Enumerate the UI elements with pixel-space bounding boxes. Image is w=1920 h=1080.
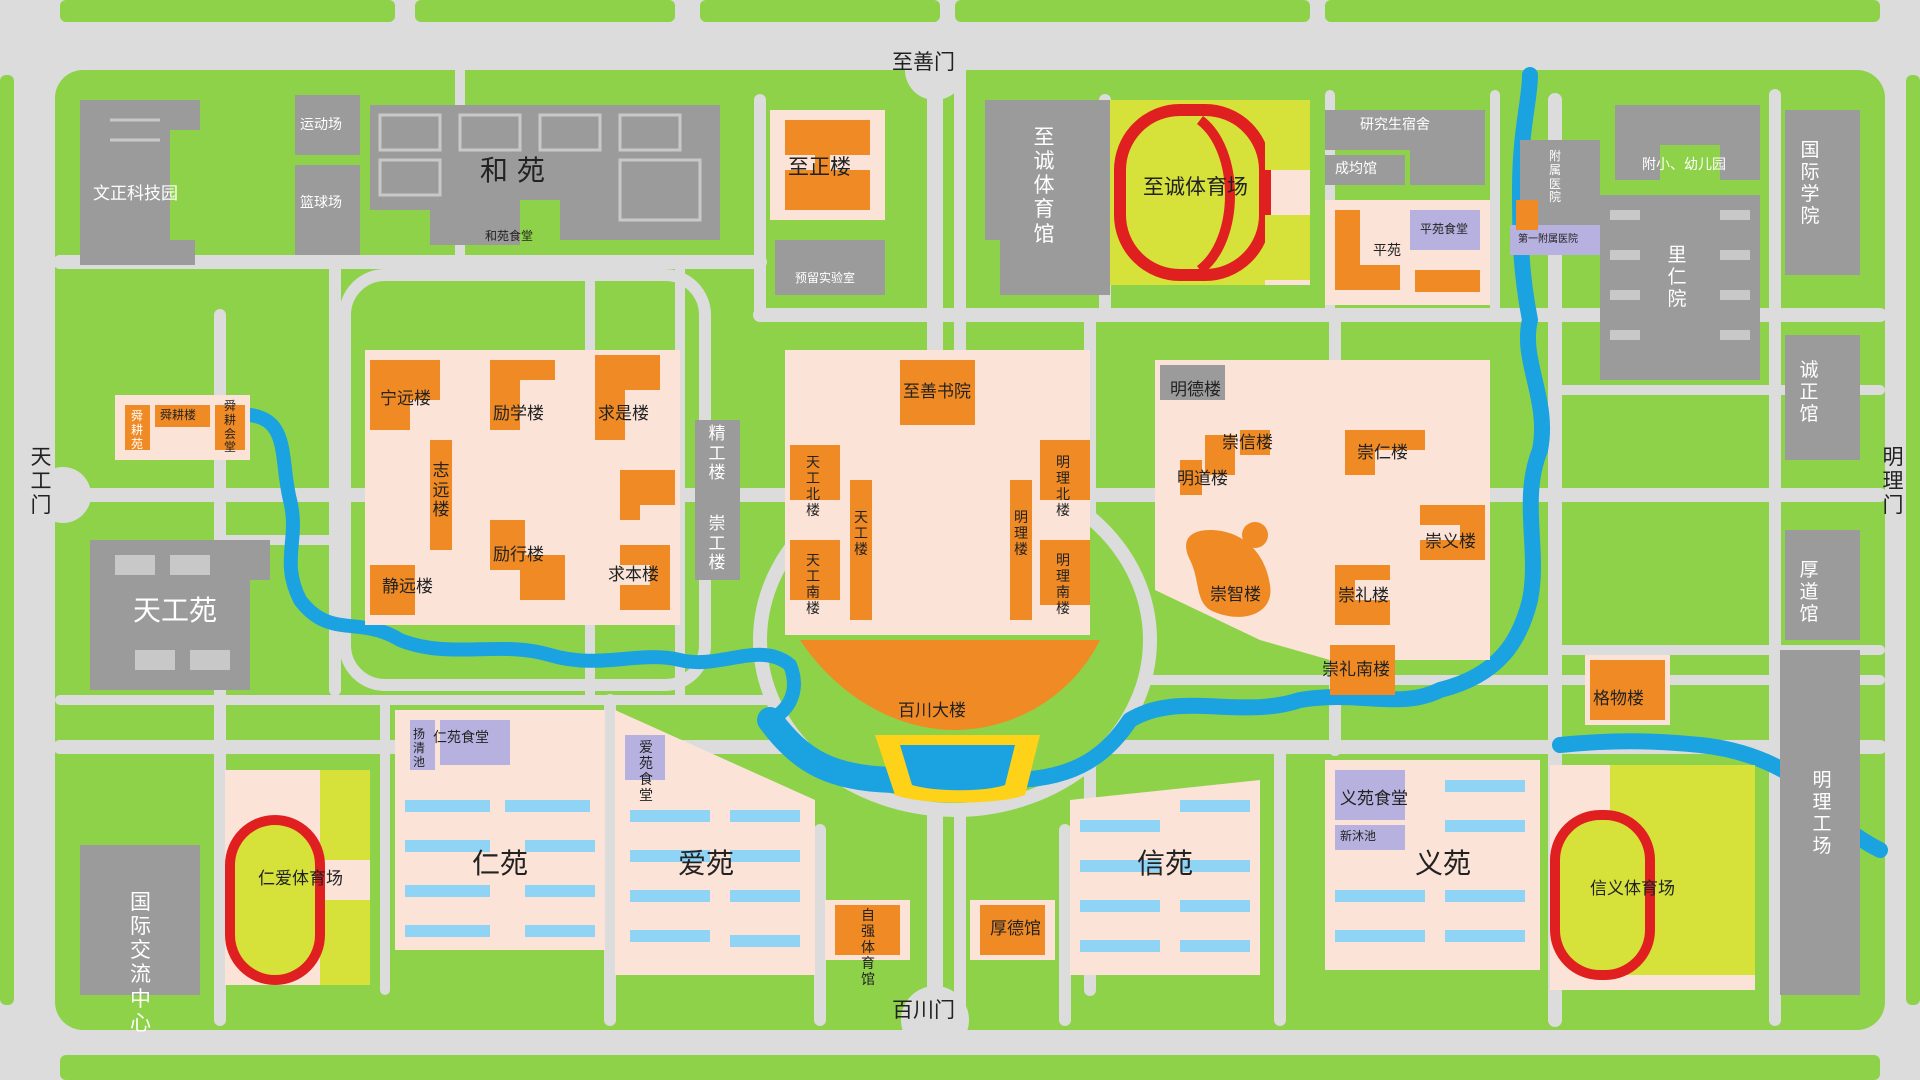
label-xinmu-chi[interactable]: 新沐池 bbox=[1340, 829, 1377, 843]
label-lanqiuchang[interactable]: 篮球场 bbox=[300, 195, 342, 211]
dorm-stripes bbox=[405, 780, 1525, 952]
label-gewu[interactable]: 格物楼 bbox=[1593, 689, 1644, 709]
label-liren-yuan[interactable]: 里仁院 bbox=[1667, 244, 1687, 310]
label-ningyuan[interactable]: 宁远楼 bbox=[380, 389, 431, 409]
label-shungeng-huitang[interactable]: 舜耕会堂 bbox=[223, 399, 236, 455]
label-renai-tiyuchang[interactable]: 仁爱体育场 bbox=[258, 869, 343, 889]
label-mingli-bei[interactable]: 明理北楼 bbox=[1056, 455, 1070, 520]
label-zhishan-shuyuan[interactable]: 至善书院 bbox=[903, 382, 971, 402]
label-yuliu-shiyanshi[interactable]: 预留实验室 bbox=[795, 271, 856, 285]
label-tiangong-yuan[interactable]: 天工苑 bbox=[133, 594, 218, 627]
label-tiangong-lou[interactable]: 天工楼 bbox=[854, 510, 868, 559]
label-chenggong[interactable]: 成均馆 bbox=[1335, 161, 1377, 177]
label-yundongchang[interactable]: 运动场 bbox=[300, 117, 342, 133]
gate-east[interactable]: 明理门 bbox=[1882, 445, 1904, 518]
label-shungeng-lou[interactable]: 舜耕楼 bbox=[160, 408, 197, 422]
label-chongli-nan[interactable]: 崇礼南楼 bbox=[1322, 660, 1390, 680]
label-wenzheng[interactable]: 文正科技园 bbox=[93, 184, 178, 204]
label-lixing[interactable]: 励行楼 bbox=[493, 545, 544, 565]
label-xinyuan[interactable]: 信苑 bbox=[1137, 847, 1194, 880]
west-side bbox=[80, 395, 370, 995]
gate-north[interactable]: 至善门 bbox=[892, 50, 955, 74]
label-chengzheng[interactable]: 诚正馆 bbox=[1799, 359, 1819, 425]
label-qiuben[interactable]: 求本楼 bbox=[608, 565, 659, 585]
label-guoji-jiaoliu[interactable]: 国际交流中心 bbox=[130, 890, 151, 1035]
north-gate-circle bbox=[905, 40, 965, 100]
label-chongzhi[interactable]: 崇智楼 bbox=[1210, 585, 1261, 605]
label-mingdao[interactable]: 明道楼 bbox=[1177, 469, 1228, 489]
label-qiushi[interactable]: 求是楼 bbox=[598, 404, 649, 424]
label-lixue[interactable]: 励学楼 bbox=[493, 404, 544, 424]
label-zhiyuan[interactable]: 志远楼 bbox=[432, 461, 450, 521]
label-fuxiao[interactable]: 附小、幼儿园 bbox=[1642, 157, 1726, 173]
label-di1-fushu[interactable]: 第一附属医院 bbox=[1518, 234, 1578, 245]
south-gate-circle bbox=[901, 986, 969, 1054]
label-aiyuan-shitang[interactable]: 爱苑食堂 bbox=[639, 740, 653, 805]
label-yiyuan[interactable]: 义苑 bbox=[1415, 847, 1472, 880]
gate-west[interactable]: 天工门 bbox=[30, 445, 52, 518]
label-zhizheng[interactable]: 至正楼 bbox=[788, 155, 851, 179]
south-zone bbox=[395, 710, 1755, 990]
label-xinyi-tiyuchang[interactable]: 信义体育场 bbox=[1590, 879, 1675, 899]
label-mingde[interactable]: 明德楼 bbox=[1170, 380, 1221, 400]
label-heyuan-shitang[interactable]: 和苑食堂 bbox=[485, 229, 534, 243]
label-renyuan[interactable]: 仁苑 bbox=[472, 847, 529, 880]
label-pingyuan-shitang[interactable]: 平苑食堂 bbox=[1420, 222, 1469, 236]
label-houde[interactable]: 厚德馆 bbox=[990, 919, 1041, 939]
label-mingli-gongchang[interactable]: 明理工场 bbox=[1812, 769, 1832, 857]
west-gate-circle bbox=[35, 467, 91, 523]
label-renyuan-shitang[interactable]: 仁苑食堂 bbox=[433, 730, 489, 746]
label-guoji-xueyuan[interactable]: 国际学院 bbox=[1800, 139, 1820, 227]
label-yangqing-chi[interactable]: 扬清池 bbox=[412, 727, 425, 769]
label-mingli-lou[interactable]: 明理楼 bbox=[1014, 510, 1028, 559]
label-jinggong[interactable]: 精工楼 bbox=[708, 424, 726, 484]
label-chongxin[interactable]: 崇信楼 bbox=[1222, 433, 1273, 453]
label-baichuan[interactable]: 百川大楼 bbox=[898, 701, 966, 721]
label-houdao[interactable]: 厚道馆 bbox=[1799, 559, 1819, 625]
label-shungeng-yuan[interactable]: 舜耕苑 bbox=[130, 409, 143, 451]
label-chonggong[interactable]: 崇工楼 bbox=[708, 514, 726, 574]
central-zone bbox=[785, 350, 1100, 803]
label-chongli[interactable]: 崇礼楼 bbox=[1338, 586, 1389, 606]
label-fushu-yiyuan[interactable]: 附属医院 bbox=[1548, 149, 1561, 205]
label-jingyuan[interactable]: 静远楼 bbox=[382, 577, 433, 597]
label-yiyuan-shitang[interactable]: 义苑食堂 bbox=[1340, 789, 1408, 809]
label-chongyi[interactable]: 崇义楼 bbox=[1425, 532, 1476, 552]
east-academic-zone bbox=[1155, 335, 1860, 995]
label-ziqiang[interactable]: 自强体育馆 bbox=[861, 908, 875, 989]
gate-south[interactable]: 百川门 bbox=[892, 998, 955, 1022]
label-zhicheng-tiyuchang[interactable]: 至诚体育场 bbox=[1143, 175, 1248, 199]
west-academic-zone bbox=[365, 350, 740, 625]
label-chongren[interactable]: 崇仁楼 bbox=[1357, 443, 1408, 463]
label-aiyuan[interactable]: 爱苑 bbox=[678, 847, 735, 880]
label-tiangong-bei[interactable]: 天工北楼 bbox=[806, 455, 820, 520]
label-tiangong-nan[interactable]: 天工南楼 bbox=[806, 553, 820, 618]
label-yanjiusheng[interactable]: 研究生宿舍 bbox=[1360, 117, 1430, 133]
label-zhicheng-tiyuguan[interactable]: 至诚体育馆 bbox=[1033, 125, 1055, 246]
north-row bbox=[80, 95, 1860, 380]
label-pingyuan[interactable]: 平苑 bbox=[1373, 243, 1401, 259]
label-mingli-nan[interactable]: 明理南楼 bbox=[1056, 553, 1070, 618]
label-heyuan[interactable]: 和 苑 bbox=[480, 154, 545, 187]
